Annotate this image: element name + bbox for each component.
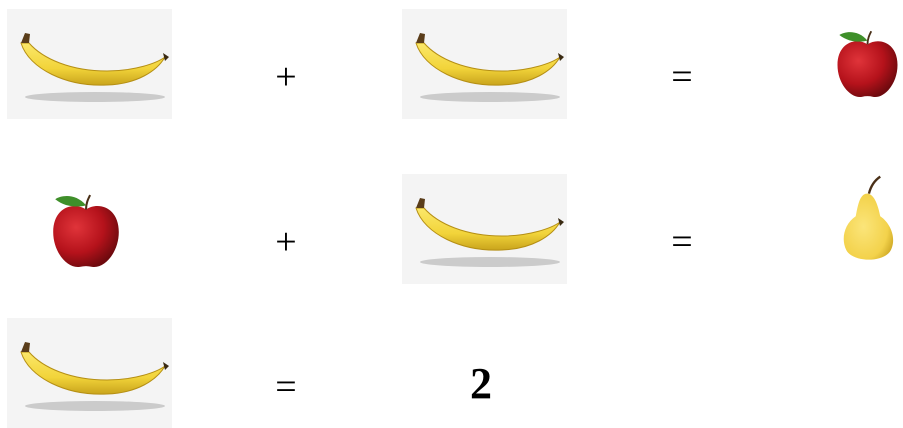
equals-sign: = xyxy=(671,221,693,263)
banana-icon xyxy=(402,9,567,119)
banana-icon xyxy=(402,174,567,284)
plus-sign: + xyxy=(275,221,297,263)
answer-value: 2 xyxy=(470,359,492,408)
plus-sign: + xyxy=(275,56,297,98)
banana-icon xyxy=(7,9,172,119)
apple-icon xyxy=(45,190,127,274)
apple-icon xyxy=(830,25,903,105)
equals-sign: = xyxy=(671,56,693,98)
banana-icon xyxy=(7,318,172,428)
equals-sign: = xyxy=(275,366,297,408)
pear-icon xyxy=(835,172,901,268)
